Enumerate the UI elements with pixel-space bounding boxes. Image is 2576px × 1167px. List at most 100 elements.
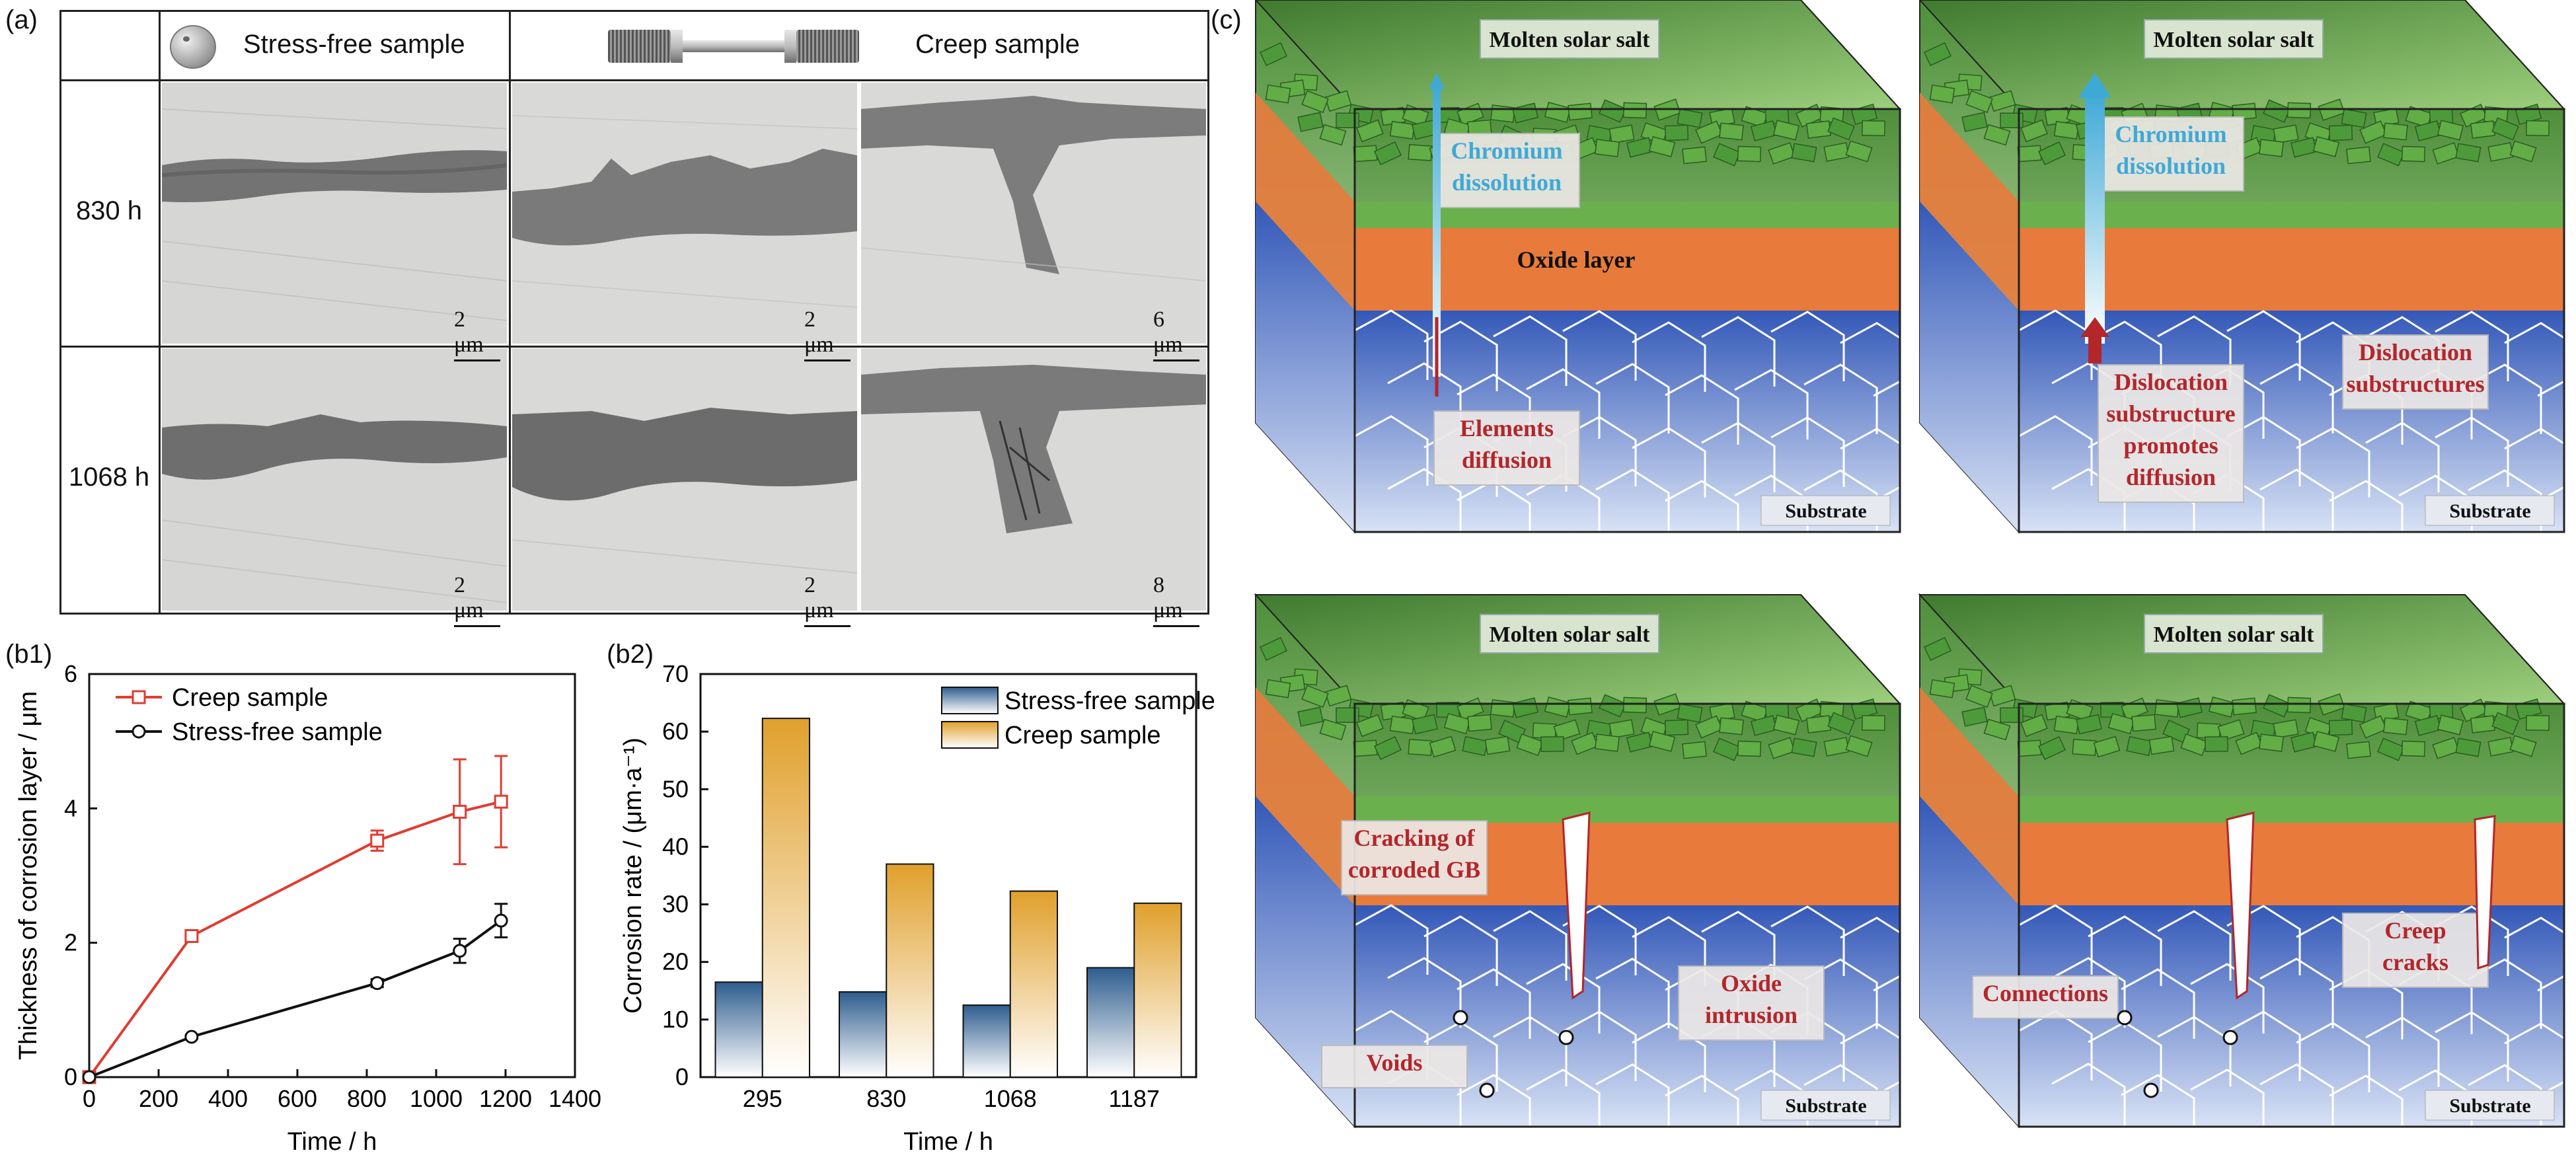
salt-label-box <box>1480 614 1659 654</box>
oxide-grain <box>1259 636 1288 661</box>
scale-bar: 6 μm <box>1153 307 1199 361</box>
dissolution-arrow-head <box>2078 73 2111 98</box>
oxide-grain <box>1827 712 1855 735</box>
oxide-grain <box>1389 120 1416 140</box>
y-tick-label: 0 <box>675 1063 689 1090</box>
oxide-grain <box>2017 145 2042 163</box>
substrate-side <box>1256 202 1355 532</box>
oxide-grain <box>1741 106 1768 128</box>
feature-label: intrusion <box>1705 1002 1798 1028</box>
sem-image-creep-830h-b <box>860 83 1207 344</box>
front-face-outline <box>1353 108 1901 533</box>
feature-label-box <box>2342 913 2489 988</box>
oxide-grain <box>2401 740 2426 757</box>
oxide-grain <box>1622 102 1648 119</box>
creep-specimen-icon <box>608 30 859 63</box>
oxide-side <box>1920 687 2019 905</box>
bar <box>1009 890 1058 1078</box>
bar <box>1133 902 1182 1078</box>
y-tick-label: 70 <box>662 660 689 687</box>
feature-label: cracks <box>2382 949 2448 975</box>
green-layer <box>1355 796 1900 823</box>
diffusion-arrow-head <box>2080 317 2109 337</box>
oxide-grains <box>1259 636 1885 761</box>
oxide-grain <box>2263 99 2291 123</box>
feature-label: diffusion <box>2126 464 2216 490</box>
panel-c-label: (c) <box>1211 5 1242 34</box>
oxide-grain <box>2401 145 2426 163</box>
oxide-grain <box>2000 112 2024 128</box>
oxide-grain <box>1319 718 1347 741</box>
oxide-grain <box>1540 735 1564 753</box>
oxide-grain <box>1713 143 1741 167</box>
oxide-grain <box>1677 108 1703 128</box>
sem-image-stress-free-830h <box>161 83 508 344</box>
oxide-grain <box>2377 737 2405 761</box>
oxide-grain <box>1297 112 1324 132</box>
oxide-grain <box>1719 122 1744 141</box>
y-tick-label: 50 <box>662 775 689 802</box>
oxide-grain <box>2414 715 2442 736</box>
oxide-grain <box>1356 119 1384 143</box>
oxide-grain <box>1961 706 1988 727</box>
void-circle <box>1479 1082 1495 1098</box>
oxide-grain <box>2217 719 2245 741</box>
x-tick-label: 295 <box>743 1085 782 1112</box>
oxide-grain <box>2053 715 2080 735</box>
oxide-grain <box>1356 714 1384 737</box>
oxide-grain <box>1516 733 1544 757</box>
oxide-grain <box>1265 84 1291 104</box>
oxide-grains <box>1259 42 1885 167</box>
oxide-grain <box>1429 735 1457 758</box>
substrate-label: Substrate <box>2449 500 2530 522</box>
salt-label: Molten solar salt <box>1489 622 1650 647</box>
oxide-grain <box>1373 735 1402 761</box>
x-tick-label: 1068 <box>984 1085 1037 1112</box>
scale-bar: 2 μm <box>804 573 851 627</box>
dissolution-arrow <box>2085 93 2105 344</box>
oxide-grain <box>2377 143 2405 167</box>
schematic-block: Molten solar saltSubstrateCreepcracksCon… <box>1918 593 2576 1145</box>
salt-label-box <box>1480 19 1659 59</box>
grain-boundary <box>1354 904 1914 987</box>
oxide-grain <box>2359 120 2387 144</box>
bar <box>839 991 888 1078</box>
y-axis-label: Thickness of corrosion layer / μm <box>15 691 42 1060</box>
oxide-grain <box>2235 732 2263 755</box>
oxide-grain <box>1443 712 1471 735</box>
oxide-grain <box>1983 124 2011 146</box>
oxide-grain <box>1324 90 1352 112</box>
x-tick-label: 1000 <box>410 1085 463 1112</box>
oxide-grain <box>1553 719 1581 741</box>
feature-label-box <box>2098 364 2244 503</box>
oxide-grain <box>2470 120 2496 139</box>
panel-a-label: (a) <box>5 5 38 34</box>
void-circle <box>1558 1030 1574 1045</box>
oxide-grain <box>1965 685 1993 708</box>
feature-label-box <box>1678 965 1825 1041</box>
oxide-grain <box>1408 144 1433 161</box>
oxide-grain <box>1768 737 1796 759</box>
oxide-grain <box>2509 735 2537 757</box>
x-tick-label: 600 <box>278 1085 317 1112</box>
bar <box>761 718 810 1078</box>
grain-boundaries <box>1354 309 1948 551</box>
oxide-grain <box>2341 108 2367 128</box>
oxide-grain <box>2414 120 2442 141</box>
x-tick-label: 0 <box>83 1085 96 1112</box>
bar <box>962 1004 1011 1078</box>
oxide-grain <box>2131 714 2156 732</box>
feature-label: Voids <box>1367 1049 1423 1076</box>
oxide-grain <box>1265 679 1291 698</box>
oxide-grain <box>2258 734 2285 752</box>
green-layer <box>2019 202 2564 228</box>
feature-label-box <box>1321 1045 1468 1088</box>
feature-label: Dislocation <box>2359 339 2472 365</box>
oxide-grain <box>2341 703 2367 723</box>
feature-label-box <box>2098 116 2244 192</box>
legend-marker <box>132 724 146 739</box>
feature-label: substructure <box>2106 400 2235 427</box>
oxide-grain <box>1490 104 1516 123</box>
